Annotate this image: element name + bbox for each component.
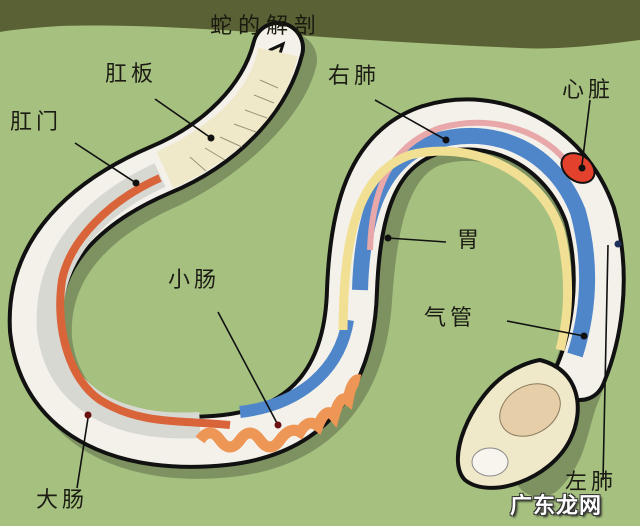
cloacal-plate-region — [156, 47, 298, 189]
label-right-lung: 右肺 — [328, 64, 381, 89]
large-intestine — [56, 174, 231, 429]
lung-extension — [239, 318, 354, 418]
stomach — [338, 146, 573, 352]
pink-vessel — [367, 119, 568, 251]
diagram-title: 蛇的解剖 — [210, 14, 323, 39]
label-left-lung: 左肺 — [565, 470, 618, 495]
header-band — [0, 0, 640, 49]
label-cloacal-plate: 肛板 — [105, 62, 158, 87]
label-trachea: 气管 — [424, 306, 477, 331]
pointer-lines — [74, 98, 609, 489]
heart — [560, 152, 596, 184]
snout-scales — [471, 447, 509, 477]
label-large-intestine: 大肠 — [36, 488, 89, 513]
label-stomach: 胃 — [457, 228, 484, 253]
watermark: 广东龙网 — [510, 494, 603, 519]
label-small-intestine: 小肠 — [168, 268, 221, 293]
label-heart: 心脏 — [562, 78, 615, 103]
small-intestine — [195, 374, 362, 453]
pointer-dots — [84, 134, 622, 429]
head-plate — [499, 383, 561, 437]
tail-scale-lines — [189, 79, 279, 172]
label-cloaca: 肛门 — [10, 110, 63, 135]
